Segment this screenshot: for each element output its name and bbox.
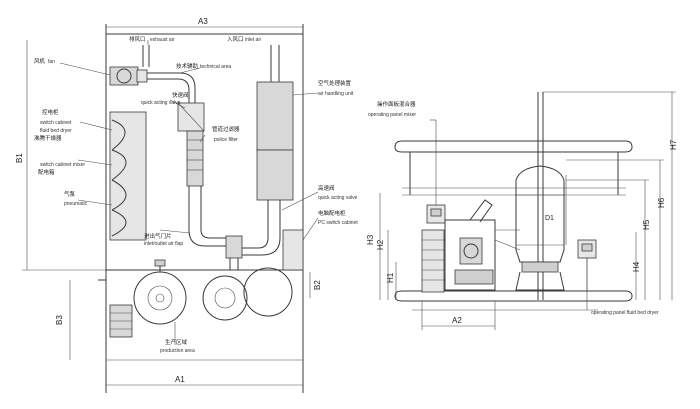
label-quick-valve2-cn: 高速阀 bbox=[318, 184, 335, 192]
label-pc-switch-en: PC switch cabinet bbox=[318, 220, 358, 226]
label-technical-cn: 技术辅助 bbox=[176, 62, 199, 70]
label-quick-valve2-en: quick acting valve bbox=[318, 195, 358, 201]
dim-b3: B3 bbox=[55, 315, 64, 325]
fan-housing bbox=[109, 66, 139, 86]
label-quick-valve-en: quick acting valve bbox=[141, 100, 181, 106]
dim-h4: H4 bbox=[632, 261, 641, 272]
dim-h3: H3 bbox=[366, 234, 375, 245]
label-air-handling-cn: 空气处理装置 bbox=[318, 79, 352, 87]
label-fluid-bed-cn: 沸腾干燥器 bbox=[34, 134, 62, 142]
label-switch-cabinet-cn: 控电柜 bbox=[42, 108, 59, 116]
label-inlet-flap-en: inlet/outlet air flap bbox=[144, 241, 183, 247]
pc-switch-cabinet bbox=[282, 229, 304, 271]
police-filter bbox=[186, 130, 204, 187]
dim-b2: B2 bbox=[313, 280, 322, 290]
dim-h5: H5 bbox=[642, 219, 651, 230]
fan-rotor bbox=[116, 68, 132, 84]
dim-b1: B1 bbox=[15, 153, 24, 163]
label-quick-valve-cn: 快速阀 bbox=[172, 91, 189, 99]
label-pc-switch-cn: 电脑配电柜 bbox=[318, 209, 346, 217]
label-inlet-en: inlet air bbox=[245, 37, 261, 43]
air-handling-unit-upper bbox=[256, 81, 294, 151]
dim-h7: H7 bbox=[669, 139, 678, 150]
plan-view: A3 A1 B1 B3 B2 bbox=[15, 17, 358, 393]
dim-a2: A2 bbox=[452, 316, 462, 325]
mixer-cabinet bbox=[421, 229, 445, 293]
label-exhaust-en: exhaust air bbox=[150, 37, 175, 43]
fluid-bed-dryer-bowl bbox=[202, 275, 248, 321]
label-police-filter-cn: 管道过滤器 bbox=[212, 125, 240, 133]
label-production-en: production area bbox=[160, 348, 195, 354]
label-pneumatic-en: pneumatic bbox=[64, 201, 88, 207]
label-fan-cn: 风机 bbox=[34, 57, 46, 65]
label-operating-fbd-en: operating panel fluid bed dryer bbox=[591, 310, 659, 316]
dim-h6: H6 bbox=[657, 197, 666, 208]
dim-h1: H1 bbox=[386, 272, 395, 283]
label-inlet-flap-cn: 进出气门片 bbox=[144, 232, 172, 240]
canopy-top bbox=[394, 140, 633, 153]
label-exhaust-cn: 排风口 bbox=[129, 35, 146, 43]
label-pc-cn: 配电箱 bbox=[38, 168, 55, 176]
label-police-filter-en: police filter bbox=[214, 137, 238, 143]
dim-h2: H2 bbox=[376, 239, 385, 250]
label-air-handling-en: air handling unit bbox=[318, 91, 354, 97]
air-handling-unit-lower bbox=[256, 149, 294, 201]
label-operating-mixer-en: operating panel mixer bbox=[368, 112, 416, 118]
dim-a3: A3 bbox=[198, 17, 208, 26]
label-technical-en: technical area bbox=[200, 64, 231, 70]
granulator-mixer bbox=[133, 271, 187, 325]
dim-a1: A1 bbox=[175, 375, 185, 384]
label-operating-mixer-cn: 操作面板混合器 bbox=[377, 100, 416, 108]
elevation-view: D1 H3 H2 H1 H4 H5 H6 H7 A2 操作面板混合 bbox=[366, 91, 678, 330]
label-fluid-bed-en: fluid bed dryer bbox=[40, 128, 72, 134]
label-fan-en: fan bbox=[48, 59, 55, 65]
label-switch-cabinet-en: switch cabinet bbox=[40, 120, 72, 126]
floor-bar bbox=[394, 290, 633, 302]
fluid-bed-dryer-vessel bbox=[515, 165, 565, 263]
label-switch-mixer-en: switch cabinet mixer bbox=[40, 162, 85, 168]
label-d1: D1 bbox=[545, 215, 554, 222]
dryer-chamber bbox=[243, 267, 293, 317]
switch-cabinet-block bbox=[109, 111, 147, 241]
label-pneumatic-cn: 气泵 bbox=[64, 190, 76, 198]
label-inlet-cn: 入风口 bbox=[227, 36, 244, 43]
air-flap-junction bbox=[225, 235, 243, 259]
label-production-cn: 生产区域 bbox=[165, 338, 188, 346]
